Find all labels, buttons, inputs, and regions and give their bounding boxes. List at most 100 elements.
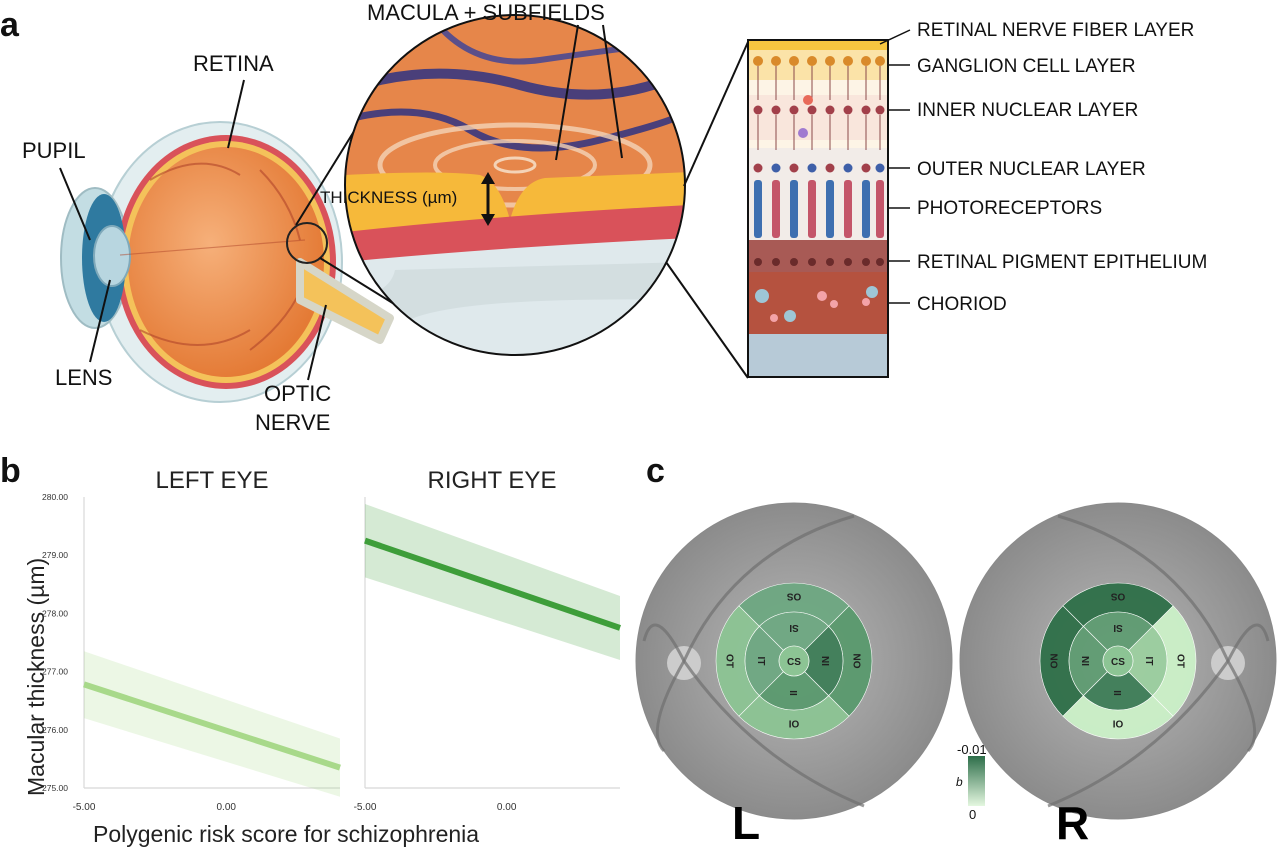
ganglion-cell (825, 56, 835, 66)
nucleus-cell (753, 163, 763, 173)
nucleus-cell (789, 163, 799, 173)
bipolar-cell (807, 105, 817, 115)
panel-c-letter: c (646, 452, 665, 490)
nucleus-cell (807, 163, 817, 173)
rpe-cell (826, 258, 834, 266)
ganglion-cell (771, 56, 781, 66)
color-legend: -0.01 0 b (956, 742, 987, 822)
legend-gradient-bar (968, 756, 985, 806)
photoreceptor-cell (826, 180, 834, 238)
subfield-label-cs: CS (787, 657, 801, 668)
retinal-vessel (682, 660, 865, 808)
eye-side-letter: L (732, 797, 760, 849)
layer-label-rpe: RETINAL PIGMENT EPITHELIUM (917, 252, 1207, 273)
y-axis-label: Macular thickness (µm) (23, 558, 49, 796)
subfield-label-os: OS (1110, 591, 1125, 602)
ganglion-cell (843, 56, 853, 66)
subfield-cs (1102, 645, 1134, 677)
layer-label-gcl: GANGLION CELL LAYER (917, 56, 1136, 77)
subfield-label-si: SI (1113, 622, 1123, 633)
nucleus-cell (875, 163, 885, 173)
macula-label: MACULA + SUBFIELDS (367, 0, 605, 25)
subfield-label-no: NO (1048, 654, 1059, 669)
layer-labels: RETINAL NERVE FIBER LAYER GANGLION CELL … (879, 20, 1207, 315)
bipolar-cell (771, 105, 781, 115)
retinal-vessel (1226, 623, 1270, 662)
optic-nerve-label-1: OPTIC (264, 381, 331, 406)
right-eye-chart: RIGHT EYE -5.00 0.00 (354, 467, 621, 813)
photoreceptor-cell (772, 180, 780, 238)
left-x-tick-label: -5.00 (73, 802, 96, 813)
retinal-vessel (1057, 514, 1230, 662)
ganglion-cell (861, 56, 871, 66)
photoreceptor-cell (844, 180, 852, 238)
nucleus-cell (861, 163, 871, 173)
photoreceptor-cell (790, 180, 798, 238)
left-y-tick-label: 279.00 (42, 550, 68, 560)
photoreceptor-cell (862, 180, 870, 238)
right-x-tick-label: -5.00 (354, 802, 377, 813)
bipolar-cell (753, 105, 763, 115)
subfield-label-ii: II (787, 690, 798, 696)
right-x-tick-label: 0.00 (497, 802, 517, 813)
subfield-label-cs: CS (1111, 657, 1125, 668)
layer-label-inl: INNER NUCLEAR LAYER (917, 100, 1138, 121)
bipolar-cell (875, 105, 885, 115)
retina-leader (227, 79, 245, 149)
subfield-label-oi: OI (789, 718, 800, 729)
ganglion-cell (875, 56, 885, 66)
lens-leader (89, 279, 111, 363)
ganglion-cell (789, 56, 799, 66)
ganglion-cell (807, 56, 817, 66)
bipolar-cell (861, 105, 871, 115)
rpe-cell (862, 258, 870, 266)
optic-nerve-label-2: NERVE (255, 410, 330, 435)
legend-min-label: 0 (969, 807, 976, 822)
rpe-cell (754, 258, 762, 266)
right-eye-title: RIGHT EYE (428, 467, 557, 494)
thickness-label: THICKNESS (µm) (320, 188, 457, 207)
subfield-label-it: IT (1143, 657, 1154, 666)
lens-label: LENS (55, 365, 112, 390)
retinal-vessel (655, 660, 686, 753)
left-y-tick-label: 278.00 (42, 608, 68, 618)
left-x-tick-label: 0.00 (216, 802, 236, 813)
bipolar-cell (843, 105, 853, 115)
subfield-label-ni: NI (1079, 656, 1090, 666)
optic-nerve-leader (307, 304, 327, 381)
left-y-tick-label: 275.00 (42, 783, 68, 793)
retina-label: RETINA (193, 51, 274, 76)
eye-side-letter: R (1056, 797, 1089, 849)
nucleus-cell (771, 163, 781, 173)
right-regression-line (364, 537, 621, 631)
photoreceptor-cell (808, 180, 816, 238)
bipolar-cell (825, 105, 835, 115)
layer-label-photoreceptors: PHOTORECEPTORS (917, 198, 1102, 219)
subfield-label-ot: OT (724, 654, 735, 668)
left-y-tick-label: 277.00 (42, 667, 68, 677)
x-axis-label: Polygenic risk score for schizophrenia (93, 821, 479, 847)
bipolar-cell (789, 105, 799, 115)
pupil-leader (59, 167, 91, 241)
retinal-vessel (682, 514, 855, 662)
left-eye-chart: LEFT EYE 275.00276.00277.00278.00279.002… (42, 467, 341, 813)
retinal-vessel (1226, 660, 1257, 753)
subfield-label-ot: OT (1175, 654, 1186, 668)
nucleus-cell (843, 163, 853, 173)
rpe-cell (790, 258, 798, 266)
rpe-cell (876, 258, 884, 266)
layer-label-choroid: CHORIOD (917, 294, 1007, 315)
panel-a-letter: a (0, 6, 20, 44)
nucleus-cell (825, 163, 835, 173)
subfield-label-it: IT (755, 657, 766, 666)
rpe-cell (808, 258, 816, 266)
retinal-layers-illustration (747, 39, 889, 378)
retinal-vessel (1047, 660, 1230, 808)
subfield-label-ii: II (1111, 690, 1122, 696)
left-y-tick-label: 276.00 (42, 725, 68, 735)
photoreceptor-cell (876, 180, 884, 238)
subfield-label-no: NO (851, 654, 862, 669)
